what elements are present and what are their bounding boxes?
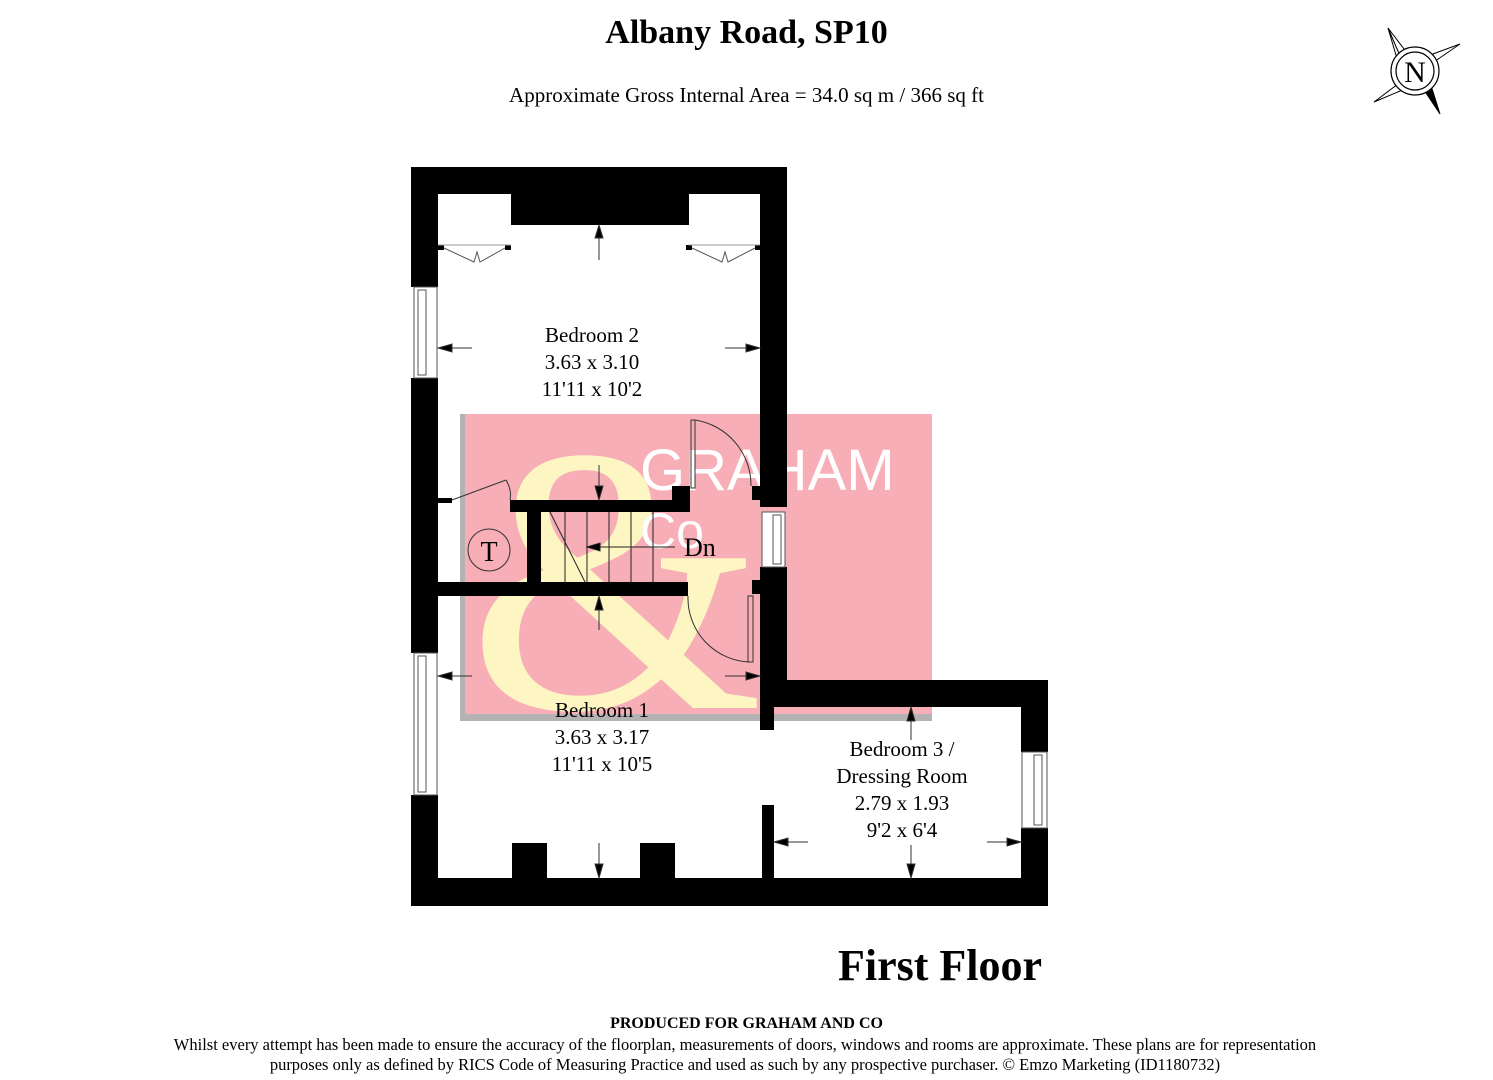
- property-title: Albany Road, SP10: [605, 14, 888, 51]
- gross-internal-area: Approximate Gross Internal Area = 34.0 s…: [509, 83, 984, 107]
- disclaimer-line-2: purposes only as defined by RICS Code of…: [269, 1055, 1221, 1074]
- compass-north-label: N: [1404, 56, 1426, 89]
- wardrobes: [438, 244, 760, 263]
- room-imperial: 9'2 x 6'4: [866, 818, 938, 842]
- dimension-arrows: [436, 223, 1023, 880]
- water-tank-label: T: [480, 537, 497, 568]
- room-metric: 3.63 x 3.10: [544, 350, 640, 374]
- doors: [451, 419, 754, 663]
- room-name-line2: Dressing Room: [836, 764, 968, 788]
- watermark-co: Co: [640, 503, 704, 559]
- disclaimer: Whilst every attempt has been made to en…: [100, 1035, 1390, 1075]
- room-metric: 2.79 x 1.93: [854, 791, 950, 815]
- staircase: [549, 511, 675, 583]
- room-name-line1: Bedroom 3 /: [849, 737, 955, 761]
- room-bedroom-1: Bedroom 1 3.63 x 3.17 11'11 x 10'5: [502, 697, 702, 778]
- room-bedroom-3: Bedroom 3 / Dressing Room 2.79 x 1.93 9'…: [792, 736, 1012, 844]
- room-metric: 3.63 x 3.17: [554, 725, 650, 749]
- walls: [411, 167, 1048, 906]
- water-tank-icon: [467, 528, 511, 572]
- room-bedroom-2: Bedroom 2 3.63 x 3.10 11'11 x 10'2: [492, 322, 692, 403]
- windows: [413, 286, 1048, 829]
- stairs-down-label: Dn: [684, 533, 716, 562]
- room-name: Bedroom 2: [545, 323, 639, 347]
- room-imperial: 11'11 x 10'5: [551, 752, 653, 776]
- ampersand-logo: &: [468, 370, 764, 791]
- room-imperial: 11'11 x 10'2: [541, 377, 643, 401]
- watermark: & GRAHAM Co: [460, 370, 932, 791]
- room-name: Bedroom 1: [555, 698, 649, 722]
- disclaimer-line-1: Whilst every attempt has been made to en…: [173, 1035, 1317, 1054]
- floor-label: First Floor: [838, 941, 1043, 990]
- compass-rose-icon: N: [1373, 27, 1461, 115]
- produced-for: PRODUCED FOR GRAHAM AND CO: [610, 1015, 883, 1032]
